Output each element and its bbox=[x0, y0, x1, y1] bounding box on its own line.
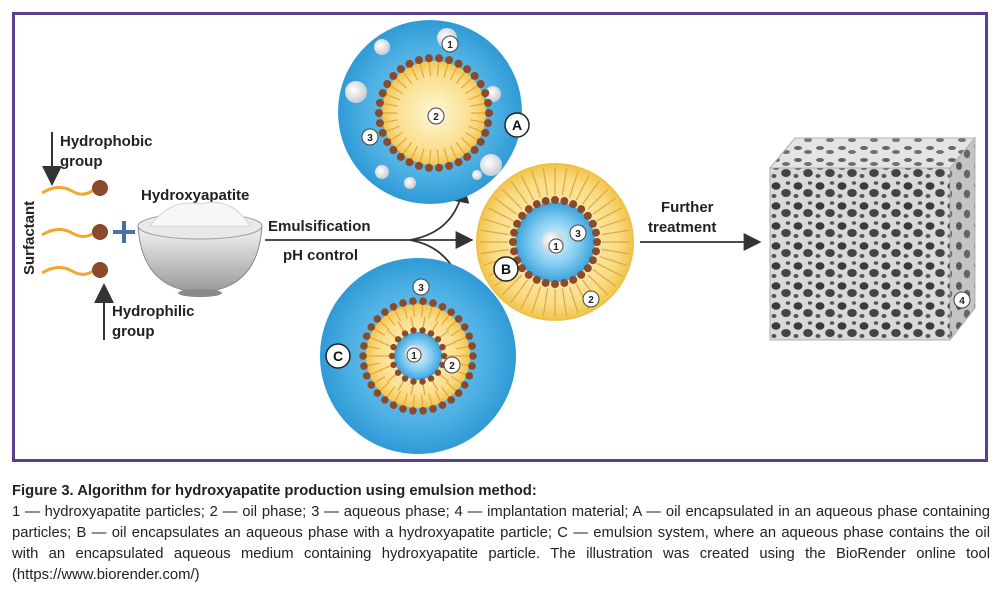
marker-1-a-text: 1 bbox=[447, 40, 453, 51]
marker-4: 4 bbox=[953, 291, 971, 309]
marker-1-b-text: 1 bbox=[553, 242, 559, 253]
diagram: Surfactant Hydrophobic group Hydrophilic… bbox=[21, 20, 977, 454]
marker-3-c: 3 bbox=[412, 278, 430, 296]
marker-3-a: 3 bbox=[361, 128, 379, 146]
surfactant-layer-a bbox=[375, 54, 493, 172]
surfactant-label: Surfactant bbox=[21, 201, 38, 275]
letter-a: A bbox=[504, 112, 530, 138]
porous-implant-block bbox=[768, 136, 977, 342]
hydroxyapatite-label: Hydroxyapatite bbox=[141, 187, 249, 204]
letter-a-text: A bbox=[512, 117, 522, 133]
marker-2-a-text: 2 bbox=[433, 112, 439, 123]
marker-3-b-text: 3 bbox=[575, 229, 581, 240]
marker-1-b: 1 bbox=[548, 238, 564, 254]
hydrophobic-label-line1: Hydrophobic bbox=[60, 133, 153, 150]
hydrophilic-label-line2: group bbox=[112, 323, 155, 340]
marker-2-b: 2 bbox=[582, 290, 600, 308]
ph-control-label: pH control bbox=[283, 247, 358, 264]
surfactant-outer-layer-c bbox=[359, 297, 477, 415]
marker-2-b-text: 2 bbox=[588, 295, 594, 306]
marker-2-c-text: 2 bbox=[449, 361, 455, 372]
letter-c-text: C bbox=[333, 348, 343, 364]
hydrophobic-label-line2: group bbox=[60, 153, 103, 170]
marker-1-c: 1 bbox=[406, 347, 422, 363]
marker-1-a: 1 bbox=[441, 35, 459, 53]
marker-2-c: 2 bbox=[443, 356, 461, 374]
figure-caption: Figure 3. Algorithm for hydroxyapatite p… bbox=[12, 481, 990, 586]
caption-body: 1 — hydroxyapatite particles; 2 — oil ph… bbox=[12, 504, 990, 583]
further-treatment-label-line2: treatment bbox=[648, 219, 716, 236]
letter-c: C bbox=[325, 343, 351, 369]
caption-title: Figure 3. Algorithm for hydroxyapatite p… bbox=[12, 483, 537, 499]
marker-3-b: 3 bbox=[569, 224, 587, 242]
surfactant-molecule-top bbox=[41, 180, 108, 196]
surfactant-molecule-middle bbox=[41, 224, 108, 240]
further-treatment-label-line1: Further bbox=[661, 199, 714, 216]
marker-3-a-text: 3 bbox=[367, 133, 373, 144]
marker-1-c-text: 1 bbox=[411, 351, 417, 362]
plus-icon bbox=[113, 221, 135, 243]
marker-2-a: 2 bbox=[427, 107, 445, 125]
letter-b: B bbox=[493, 256, 519, 282]
marker-3-c-text: 3 bbox=[418, 283, 424, 294]
surfactant-layer-b bbox=[509, 196, 601, 288]
letter-b-text: B bbox=[501, 261, 511, 277]
marker-4-text: 4 bbox=[959, 296, 965, 307]
surfactant-molecule-bottom bbox=[41, 262, 108, 278]
hydrophilic-label-line1: Hydrophilic bbox=[112, 303, 195, 320]
surfactant-legend: Surfactant Hydrophobic group Hydrophilic… bbox=[21, 132, 195, 340]
emulsification-label: Emulsification bbox=[268, 218, 371, 235]
bowl-icon bbox=[137, 201, 263, 297]
